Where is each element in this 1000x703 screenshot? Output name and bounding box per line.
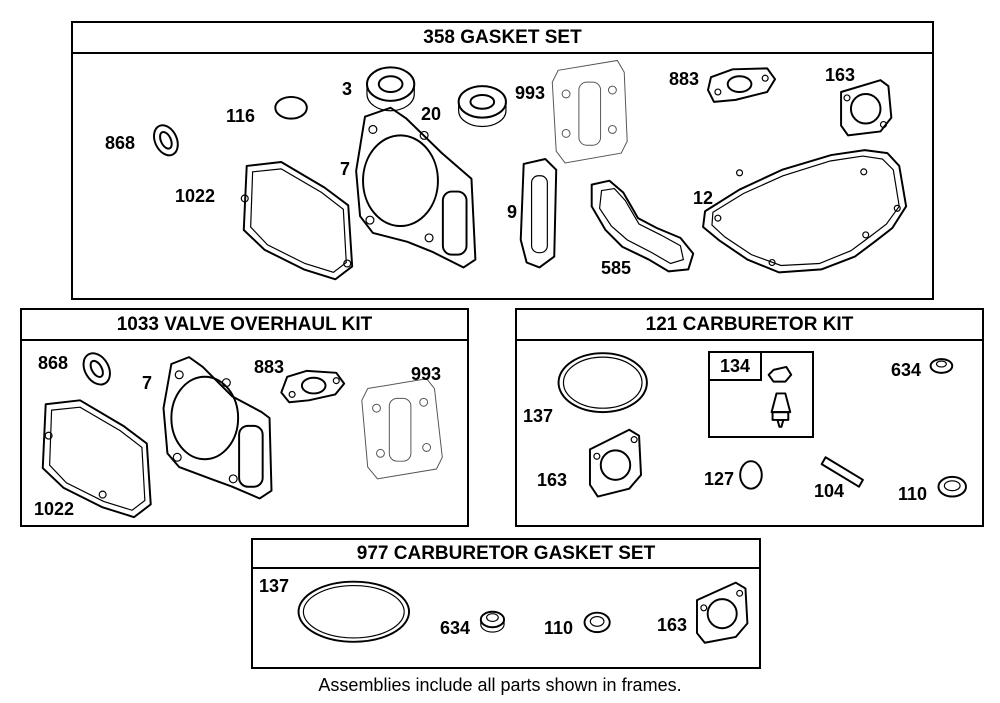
part-634-washer: [929, 358, 954, 374]
part-134-needle-seat: [767, 365, 793, 428]
callout-20: 20: [421, 104, 442, 124]
part-110-washer: [937, 475, 967, 498]
part-110-washer: [583, 611, 611, 634]
frame-title-gasket-set: 358 GASKET SET: [73, 23, 932, 54]
part-634-washer: [479, 610, 506, 633]
part-137-o-ring: [557, 352, 648, 414]
part-1022-cover-gasket: [41, 399, 152, 519]
callout-12: 12: [693, 188, 714, 208]
frame-title-carburetor-kit: 121 CARBURETOR KIT: [517, 310, 982, 341]
part-7-head-gasket: [162, 356, 273, 500]
callout-883: 883: [254, 357, 285, 377]
part-883-intake-gasket: [707, 67, 777, 103]
callout-7: 7: [142, 373, 153, 393]
callout-868: 868: [38, 353, 69, 373]
part-7-head-gasket: [355, 106, 477, 269]
callout-883: 883: [669, 69, 700, 89]
callout-137: 137: [523, 406, 554, 426]
callout-163: 163: [657, 615, 688, 635]
callout-163: 163: [537, 470, 568, 490]
footnote: Assemblies include all parts shown in fr…: [318, 675, 682, 695]
callout-1022: 1022: [34, 499, 75, 519]
part-868-seal: [153, 124, 179, 157]
part-993-gasket: [361, 378, 443, 480]
callout-9: 9: [507, 202, 518, 222]
valve-kit-parts-drawing: [41, 352, 443, 519]
part-585-breather-gasket: [590, 179, 695, 273]
part-163-carb-gasket: [588, 428, 642, 498]
frame-carburetor-kit: 121 CARBURETOR KIT: [515, 308, 984, 527]
subkit-134-box: 134: [708, 351, 814, 438]
subkit-134-label: 134: [710, 353, 762, 381]
callout-634: 634: [891, 360, 922, 380]
callout-1022: 1022: [175, 186, 216, 206]
callout-993: 993: [411, 364, 442, 384]
callout-110: 110: [898, 484, 928, 504]
part-993-gasket: [551, 59, 628, 164]
callout-104: 104: [814, 481, 845, 501]
callout-116: 116: [226, 106, 256, 126]
part-116-o-ring: [274, 95, 308, 120]
frame-valve-overhaul-kit: 1033 VALVE OVERHAUL KIT: [20, 308, 469, 527]
callout-137: 137: [259, 576, 290, 596]
callout-3: 3: [342, 79, 353, 99]
callout-634: 634: [440, 618, 471, 638]
part-1022-cover-gasket: [240, 160, 354, 281]
part-868-seal: [82, 352, 111, 386]
frame-title-valve-overhaul-kit: 1033 VALVE OVERHAUL KIT: [22, 310, 467, 341]
part-883-intake-gasket: [280, 369, 346, 404]
callout-110: 110: [544, 618, 574, 638]
part-9-gasket: [519, 158, 558, 269]
part-12-sump-gasket: [702, 149, 908, 274]
part-20-oil-seal: [457, 85, 507, 128]
carb-gasket-set-parts-drawing: [297, 580, 749, 644]
part-127-plug: [739, 460, 763, 490]
callout-993: 993: [515, 83, 546, 103]
part-104-pin: [820, 456, 864, 488]
part-3-oil-seal: [365, 66, 416, 112]
callout-868: 868: [105, 133, 136, 153]
frame-title-carburetor-gasket-set: 977 CARBURETOR GASKET SET: [253, 540, 759, 569]
part-163-carb-gasket: [696, 581, 749, 644]
callout-163: 163: [825, 65, 856, 85]
part-163-carb-gasket: [840, 79, 893, 137]
gasket-set-parts-drawing: [153, 59, 908, 281]
callout-7: 7: [340, 159, 351, 179]
frame-carburetor-gasket-set: 977 CARBURETOR GASKET SET 137 634 110 16…: [251, 538, 761, 669]
part-137-o-ring: [297, 580, 411, 643]
carb-kit-parts-drawing: [557, 352, 967, 498]
callout-585: 585: [601, 258, 632, 278]
frame-gasket-set: 358 GASKET SET: [71, 21, 934, 300]
callout-127: 127: [704, 469, 735, 489]
